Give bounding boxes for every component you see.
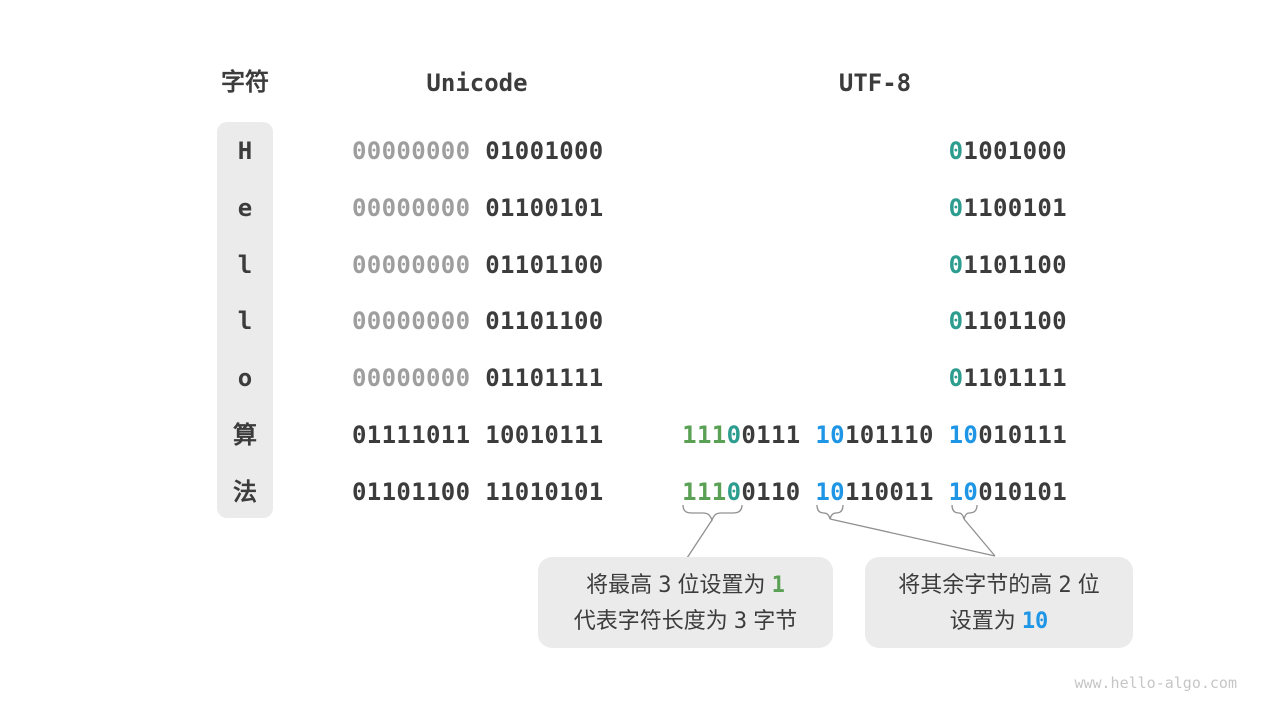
column-header-character: 字符 xyxy=(221,69,269,96)
bit-segment: 10 xyxy=(815,477,845,506)
bit-segment: 00000000 xyxy=(352,364,486,393)
column-header-unicode: Unicode xyxy=(426,69,528,97)
bit-segment: 3 xyxy=(658,572,672,598)
bit-segment: 0 xyxy=(948,250,964,279)
bit-segment: 01101100 xyxy=(485,307,604,336)
character-cell: H xyxy=(237,137,253,165)
watermark: www.hello-algo.com xyxy=(1074,674,1237,692)
bit-segment: 字节 xyxy=(747,607,798,633)
bit-segment: 设置为 xyxy=(949,607,1022,633)
bit-segment: 01101100 11010101 xyxy=(352,477,604,506)
bit-segment: 0 xyxy=(726,477,742,506)
bit-segment: 111 xyxy=(682,421,727,450)
bit-segment: 0 xyxy=(948,137,964,165)
utf8-bits: 01100101 xyxy=(949,193,1067,223)
bit-segment: 01111011 10010111 xyxy=(352,421,604,450)
bit-segment: 1100101 xyxy=(963,193,1067,222)
bit-segment: 位设置为 xyxy=(671,571,772,597)
bit-segment: 111 xyxy=(682,477,727,506)
bit-segment: 00000000 xyxy=(352,137,486,165)
character-cell: 法 xyxy=(233,477,257,506)
unicode-bits: 00000000 01001000 xyxy=(352,136,604,166)
bit-segment: 101110 xyxy=(844,421,949,450)
character-cell: l xyxy=(237,250,253,279)
utf8-bits: 01001000 xyxy=(949,136,1067,166)
connector-line-prefix xyxy=(686,519,713,559)
bit-segment: 位 xyxy=(1071,571,1100,597)
unicode-bits: 01101100 11010101 xyxy=(352,477,604,507)
bit-segment: 00000000 xyxy=(352,193,486,222)
bit-segment: 01101100 xyxy=(485,250,604,279)
bit-segment: 0 xyxy=(948,307,964,336)
bit-segment: 00000000 xyxy=(352,307,486,336)
underbrace-continuation-byte2 xyxy=(816,504,844,520)
bit-segment: 10 xyxy=(948,421,979,450)
bit-segment: 代表字符长度为 xyxy=(573,607,734,633)
bit-segment: 1001000 xyxy=(963,137,1067,165)
character-cell: l xyxy=(237,307,253,336)
utf8-bits: 01101100 xyxy=(949,250,1067,280)
bit-segment: 1101100 xyxy=(963,250,1067,279)
bit-segment: 010101 xyxy=(978,477,1067,506)
connector-line-continuation-byte3 xyxy=(963,518,996,557)
bit-segment: 01101111 xyxy=(485,364,604,393)
underbrace-leading-bits xyxy=(682,504,743,522)
bit-segment: 0 xyxy=(726,421,742,450)
bit-segment: 01001000 xyxy=(485,137,604,165)
character-column-background xyxy=(217,122,273,518)
bit-segment: 110011 xyxy=(844,477,949,506)
underbrace-continuation-byte3 xyxy=(951,504,978,520)
callout-text-line: 代表字符长度为 3 字节 xyxy=(574,603,798,639)
character-cell: e xyxy=(237,193,253,222)
bit-segment: 0110 xyxy=(741,477,816,506)
bit-segment: 将其余字节的高 xyxy=(898,571,1059,597)
bit-segment: 0111 xyxy=(741,421,816,450)
bit-segment: 1101111 xyxy=(963,364,1067,393)
connector-line-continuation-byte2 xyxy=(829,518,996,557)
bit-segment: 10 xyxy=(948,477,979,506)
column-header-utf8: UTF-8 xyxy=(838,69,912,97)
callout-continuation-bits: 将其余字节的高 2 位设置为 10 xyxy=(865,557,1133,648)
bit-segment: 3 xyxy=(733,608,748,634)
utf8-bits: 01101111 xyxy=(949,363,1067,393)
utf8-bits: 11100111 10101110 10010111 xyxy=(682,420,1067,450)
bit-segment: 10 xyxy=(1021,608,1049,634)
bit-segment: 2 xyxy=(1058,572,1072,598)
bit-segment: 0 xyxy=(948,364,964,393)
bit-segment: 1101100 xyxy=(963,307,1067,336)
bit-segment: 00000000 xyxy=(352,250,486,279)
unicode-bits: 00000000 01100101 xyxy=(352,193,604,223)
callout-text-line: 将其余字节的高 2 位 xyxy=(898,567,1100,603)
bit-segment: 01100101 xyxy=(485,193,604,222)
unicode-bits: 00000000 01101100 xyxy=(352,250,604,280)
bit-segment: 1 xyxy=(771,572,785,598)
callout-text-line: 将最高 3 位设置为 1 xyxy=(586,567,785,603)
unicode-bits: 00000000 01101100 xyxy=(352,306,604,336)
bit-segment: 0 xyxy=(948,193,964,222)
callout-text-line: 设置为 10 xyxy=(950,603,1049,639)
character-cell: 算 xyxy=(233,421,257,450)
bit-segment: 010111 xyxy=(978,421,1067,450)
bit-segment: 将最高 xyxy=(586,571,659,597)
unicode-bits: 00000000 01101111 xyxy=(352,363,604,393)
utf8-bits: 01101100 xyxy=(949,306,1067,336)
utf8-bits: 11100110 10110011 10010101 xyxy=(682,477,1067,507)
bit-segment: 10 xyxy=(815,421,845,450)
unicode-bits: 01111011 10010111 xyxy=(352,420,604,450)
character-cell: o xyxy=(237,364,253,393)
